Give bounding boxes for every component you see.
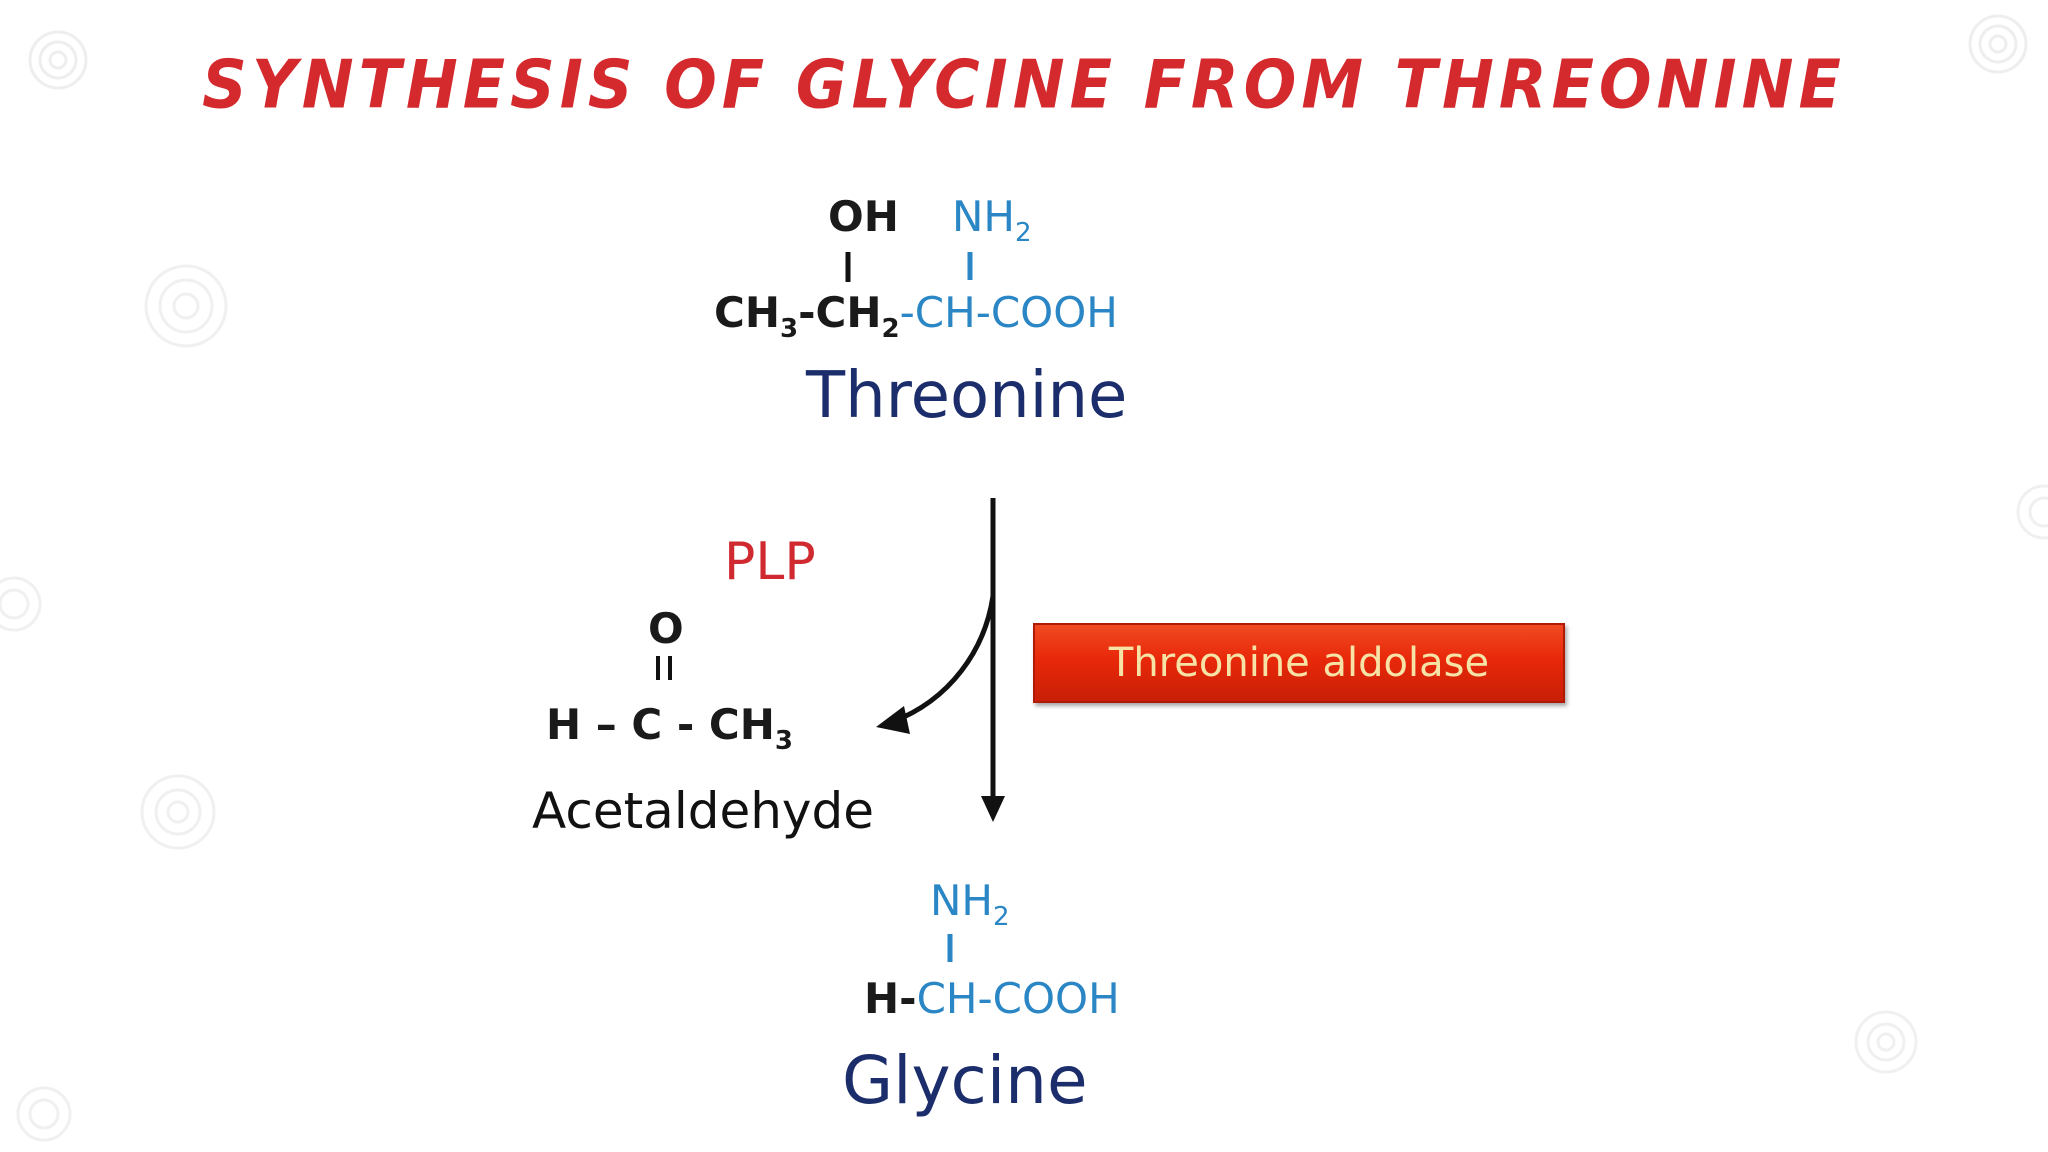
threonine-ch2-text: -CH (798, 288, 882, 337)
glycine-formula: H-CH-COOH (864, 978, 1120, 1020)
threonine-ch3-subscript: 3 (779, 313, 799, 344)
glycine-nh2-text: NH (930, 876, 993, 925)
glycine-backbone-text: CH-COOH (916, 974, 1120, 1023)
threonine-nh2-group: NH2 (952, 196, 1032, 246)
glycine-h-prefix: H- (864, 974, 917, 1023)
watermark-logo-left-lower (140, 774, 216, 850)
threonine-ch3-text: CH (714, 288, 780, 337)
acetaldehyde-oxygen: O (648, 604, 684, 653)
glycine-name: Glycine (842, 1042, 1088, 1119)
acetaldehyde-formula-text: H – C - CH (546, 700, 775, 749)
threonine-formula: CH3-CH2-CH-COOH (714, 292, 1118, 342)
threonine-nh2-subscript: 2 (1015, 217, 1032, 248)
enzyme-box: Threonine aldolase (1033, 623, 1565, 703)
watermark-logo-top-left (28, 30, 88, 90)
watermark-logo-bottom-right (1854, 1010, 1918, 1074)
threonine-backbone-text: -CH-COOH (899, 288, 1118, 337)
main-reaction-arrowhead (981, 796, 1005, 822)
watermark-logo-top-right (1968, 14, 2028, 74)
threonine-name: Threonine (806, 359, 1128, 433)
threonine-nh2-text: NH (952, 192, 1015, 241)
side-product-arrow (891, 595, 996, 725)
acetaldehyde-name: Acetaldehyde (532, 782, 874, 840)
acetaldehyde-formula: H – C - CH3 (546, 704, 793, 754)
watermark-logo-bottom-left (16, 1086, 72, 1142)
side-product-arrowhead (876, 706, 910, 734)
threonine-oh-group: OH (828, 196, 899, 238)
acetaldehyde-formula-subscript: 3 (774, 725, 793, 756)
watermark-logo-right-middle (2016, 484, 2048, 540)
slide-title: SYNTHESIS OF GLYCINE FROM THREONINE (202, 45, 1846, 124)
watermark-logo-left-upper (144, 264, 228, 348)
threonine-oh-text: OH (828, 192, 899, 241)
watermark-logo-left-middle (0, 576, 42, 632)
glycine-nh2-subscript: 2 (993, 901, 1010, 932)
plp-cofactor-label: PLP (724, 532, 816, 592)
threonine-ch2-subscript: 2 (881, 313, 900, 344)
enzyme-label: Threonine aldolase (1108, 640, 1490, 686)
glycine-nh2-group: NH2 (930, 880, 1010, 930)
